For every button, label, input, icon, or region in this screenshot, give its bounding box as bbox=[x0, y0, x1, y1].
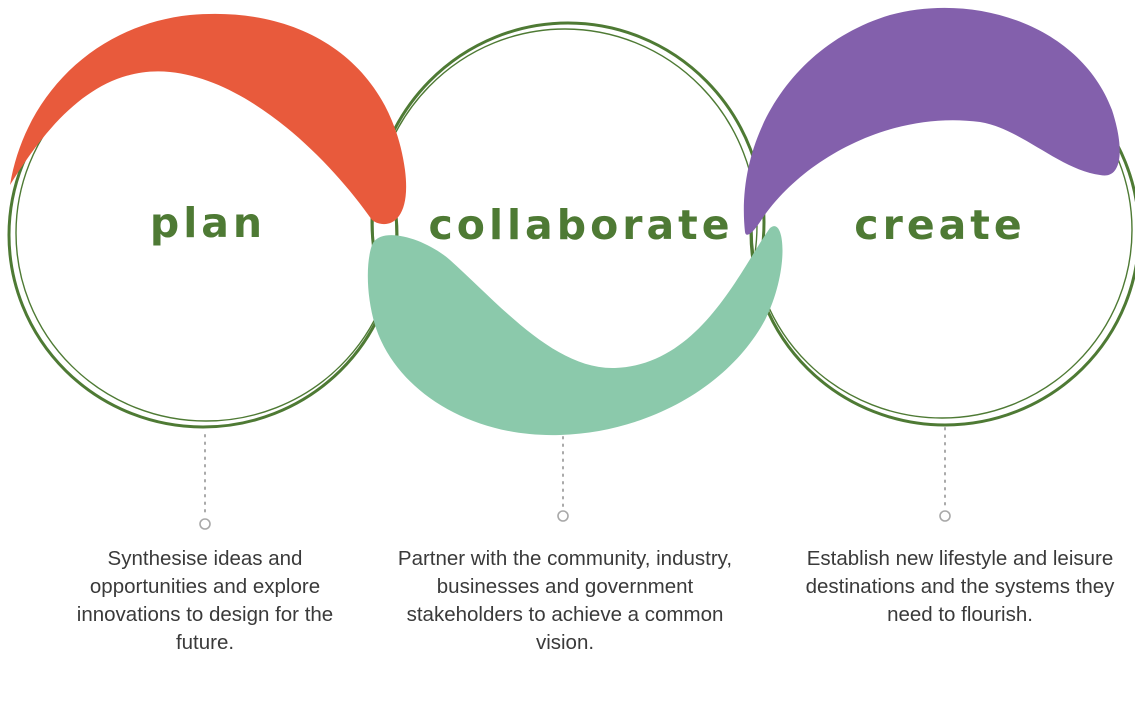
create-description: Establish new lifestyle and leisure dest… bbox=[805, 547, 1115, 626]
plan-swoosh-shape bbox=[10, 13, 407, 225]
plan-label: plan bbox=[150, 199, 266, 247]
create-connector-dot bbox=[939, 510, 951, 522]
collaborate-description: Partner with the community, industry, bu… bbox=[397, 547, 733, 654]
plan-description: Synthesise ideas and opportunities and e… bbox=[76, 547, 334, 654]
collaborate-label: collaborate bbox=[428, 201, 733, 249]
plan-connector-dot bbox=[199, 518, 211, 530]
collaborate-swoosh-shape bbox=[367, 226, 783, 436]
collaborate-connector-dot bbox=[557, 510, 569, 522]
create-label: create bbox=[854, 201, 1025, 249]
create-swoosh-shape bbox=[743, 7, 1120, 235]
